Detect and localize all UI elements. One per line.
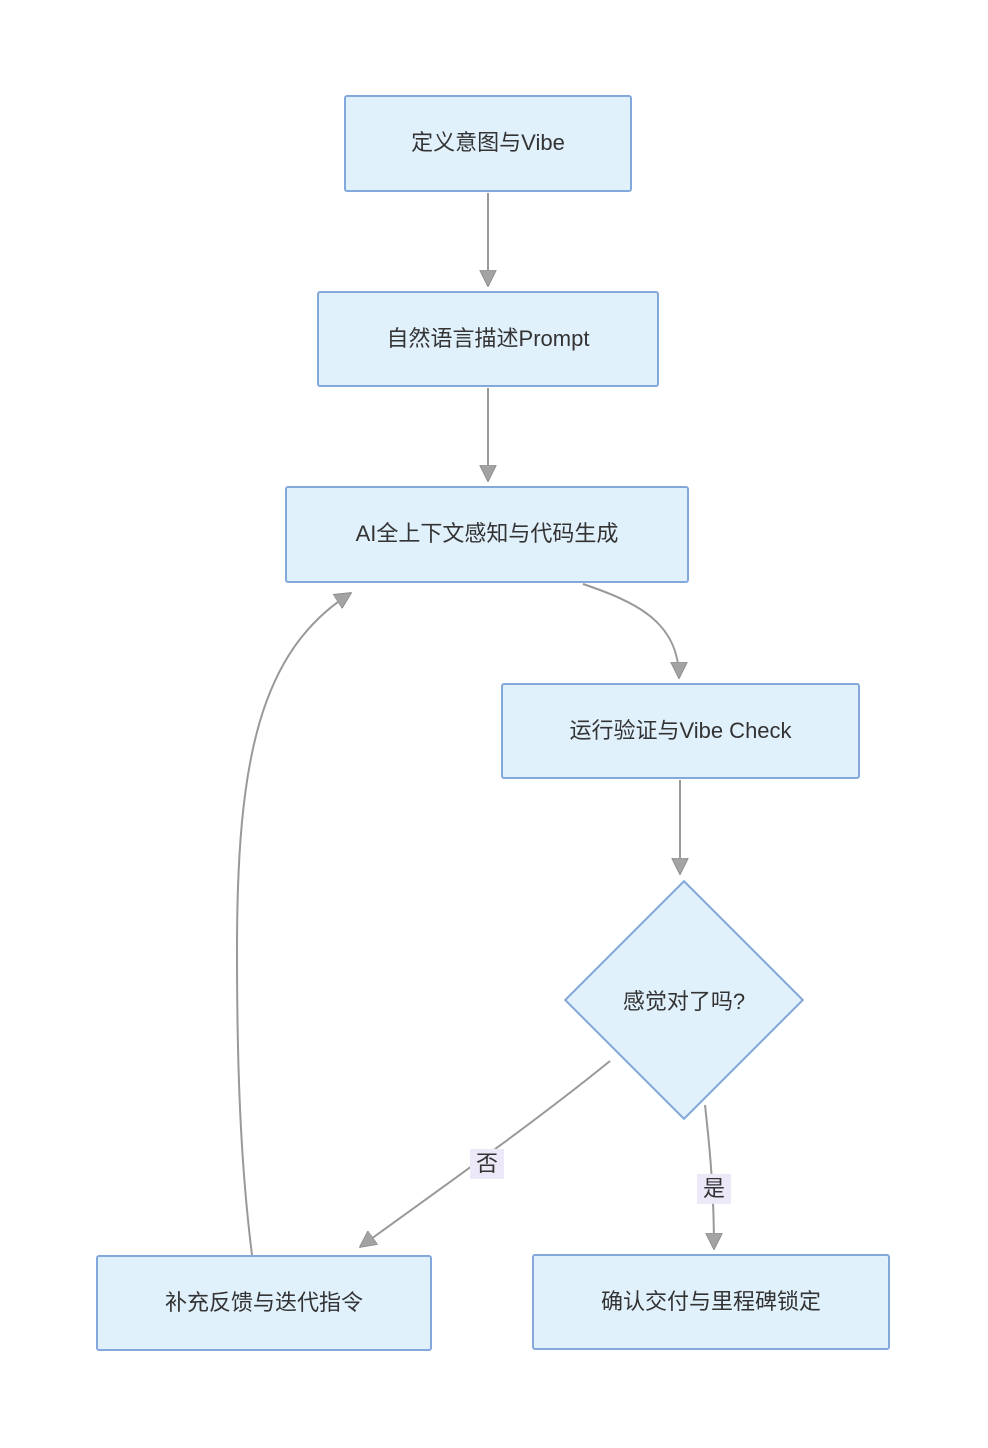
node-run-verify-label: 运行验证与Vibe Check <box>569 717 792 743</box>
edge-label-yes: 是 <box>696 1173 732 1205</box>
node-confirm-deliver-label: 确认交付与里程碑锁定 <box>600 1288 821 1314</box>
node-describe-prompt: 自然语言描述Prompt <box>317 291 659 387</box>
node-define-intent-label: 定义意图与Vibe <box>411 130 565 156</box>
node-ai-generate: AI全上下文感知与代码生成 <box>285 486 689 583</box>
edge-ai-to-verify <box>582 583 679 678</box>
edge-decision-yes-to-confirm <box>704 1104 714 1249</box>
edge-label-no: 否 <box>469 1148 505 1180</box>
node-define-intent: 定义意图与Vibe <box>344 95 632 192</box>
node-feedback-iterate: 补充反馈与迭代指令 <box>96 1255 432 1351</box>
edge-feedback-loop-to-ai <box>235 593 351 1256</box>
node-ai-generate-label: AI全上下文感知与代码生成 <box>355 521 619 547</box>
node-feel-right-decision: 感觉对了吗? <box>563 879 805 1121</box>
node-run-verify: 运行验证与Vibe Check <box>501 683 860 779</box>
node-feedback-iterate-label: 补充反馈与迭代指令 <box>164 1289 363 1315</box>
node-describe-prompt-label: 自然语言描述Prompt <box>386 325 590 351</box>
node-confirm-deliver: 确认交付与里程碑锁定 <box>532 1254 890 1350</box>
node-feel-right-label: 感觉对了吗? <box>622 989 746 1014</box>
